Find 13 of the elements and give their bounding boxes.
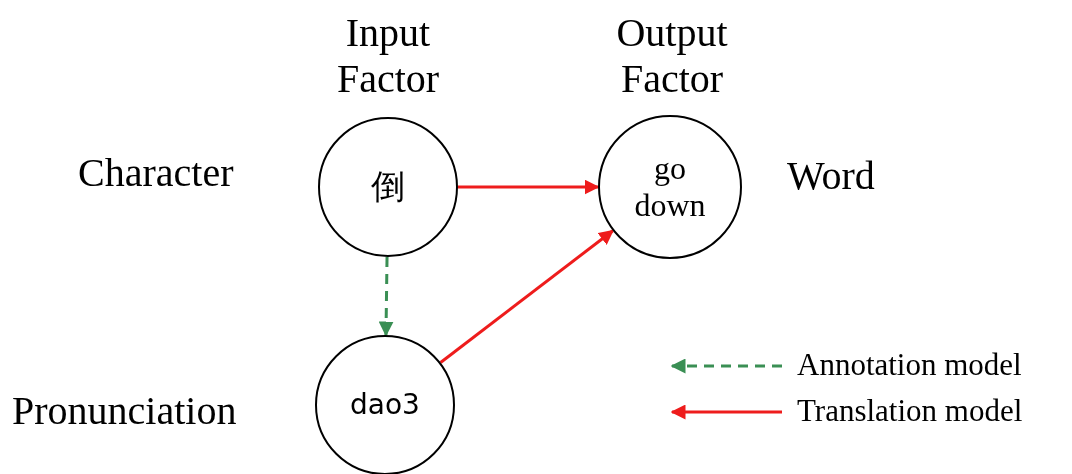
- arrow: [439, 229, 614, 364]
- arrow: [458, 179, 600, 195]
- node-text: 倒: [370, 167, 406, 207]
- row-label: Character: [78, 150, 234, 196]
- node-text: dao3: [349, 388, 421, 422]
- arrow: [378, 256, 394, 337]
- row-label: Pronunciation: [12, 388, 237, 434]
- column-heading: Output Factor: [615, 10, 729, 102]
- row-label: Word: [787, 153, 875, 199]
- legend-text: Annotation model: [797, 347, 1022, 383]
- node-text: go down: [633, 150, 707, 224]
- legend-text: Translation model: [797, 393, 1023, 429]
- column-heading: Input Factor: [335, 10, 441, 102]
